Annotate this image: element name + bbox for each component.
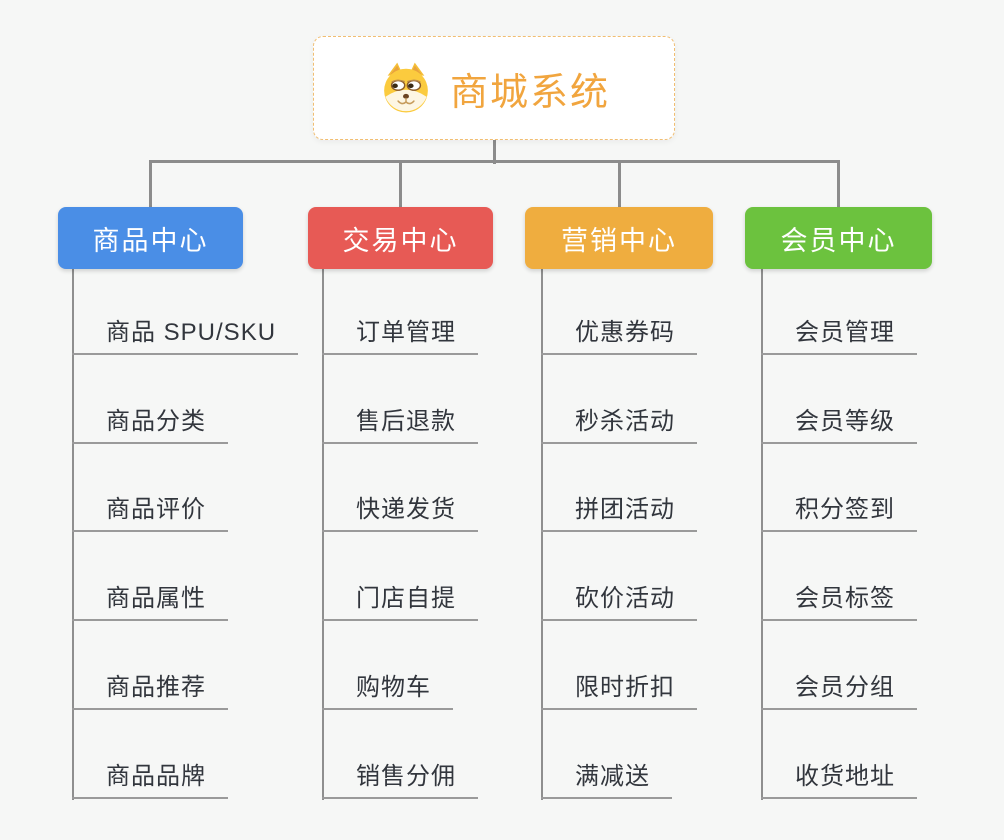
root-title: 商城系统 — [449, 71, 610, 114]
leaf-node[interactable]: 快递发货 — [322, 495, 478, 532]
leaf-node[interactable]: 商品评价 — [72, 495, 228, 532]
connector-trunk-branch-2 — [322, 269, 324, 800]
leaf-node[interactable]: 积分签到 — [761, 495, 917, 532]
branch-node-product-center[interactable]: 商品中心 — [58, 207, 243, 269]
branch-node-trade-center[interactable]: 交易中心 — [308, 207, 493, 269]
connector-root-vertical — [493, 139, 496, 164]
leaf-node[interactable]: 砍价活动 — [541, 584, 697, 621]
branch-label: 商品中心 — [92, 225, 209, 256]
leaf-node[interactable]: 秒杀活动 — [541, 407, 697, 444]
leaf-node[interactable]: 会员管理 — [761, 318, 917, 355]
leaf-node[interactable]: 门店自提 — [322, 584, 478, 621]
connector-drop-branch-2 — [399, 160, 402, 208]
branch-label: 交易中心 — [342, 225, 459, 256]
leaf-node[interactable]: 商品属性 — [72, 584, 228, 621]
leaf-node[interactable]: 会员等级 — [761, 407, 917, 444]
leaf-node[interactable]: 订单管理 — [322, 318, 478, 355]
leaf-node[interactable]: 限时折扣 — [541, 673, 697, 710]
leaf-node[interactable]: 购物车 — [322, 673, 453, 710]
connector-drop-branch-1 — [149, 160, 152, 208]
connector-drop-branch-4 — [837, 160, 840, 208]
doge-icon — [384, 62, 428, 113]
leaf-node[interactable]: 满减送 — [541, 762, 672, 799]
leaf-node[interactable]: 会员分组 — [761, 673, 917, 710]
leaf-node[interactable]: 商品品牌 — [72, 762, 228, 799]
branch-node-member-center[interactable]: 会员中心 — [745, 207, 932, 269]
connector-trunk-branch-4 — [761, 269, 763, 800]
leaf-node[interactable]: 会员标签 — [761, 584, 917, 621]
root-node[interactable]: 商城系统 — [313, 36, 675, 140]
leaf-node[interactable]: 收货地址 — [761, 762, 917, 799]
leaf-node[interactable]: 销售分佣 — [322, 762, 478, 799]
leaf-node[interactable]: 商品推荐 — [72, 673, 228, 710]
leaf-node[interactable]: 商品 SPU/SKU — [72, 318, 299, 355]
branch-node-marketing-center[interactable]: 营销中心 — [525, 207, 713, 269]
connector-trunk-branch-3 — [541, 269, 543, 800]
connector-horizontal-bar — [149, 160, 840, 163]
leaf-node[interactable]: 商品分类 — [72, 407, 228, 444]
leaf-node[interactable]: 拼团活动 — [541, 495, 697, 532]
connector-drop-branch-3 — [618, 160, 621, 208]
branch-label: 会员中心 — [780, 225, 897, 256]
leaf-node[interactable]: 优惠券码 — [541, 318, 697, 355]
branch-label: 营销中心 — [561, 225, 677, 256]
leaf-node[interactable]: 售后退款 — [322, 407, 478, 444]
connector-trunk-branch-1 — [72, 269, 74, 800]
